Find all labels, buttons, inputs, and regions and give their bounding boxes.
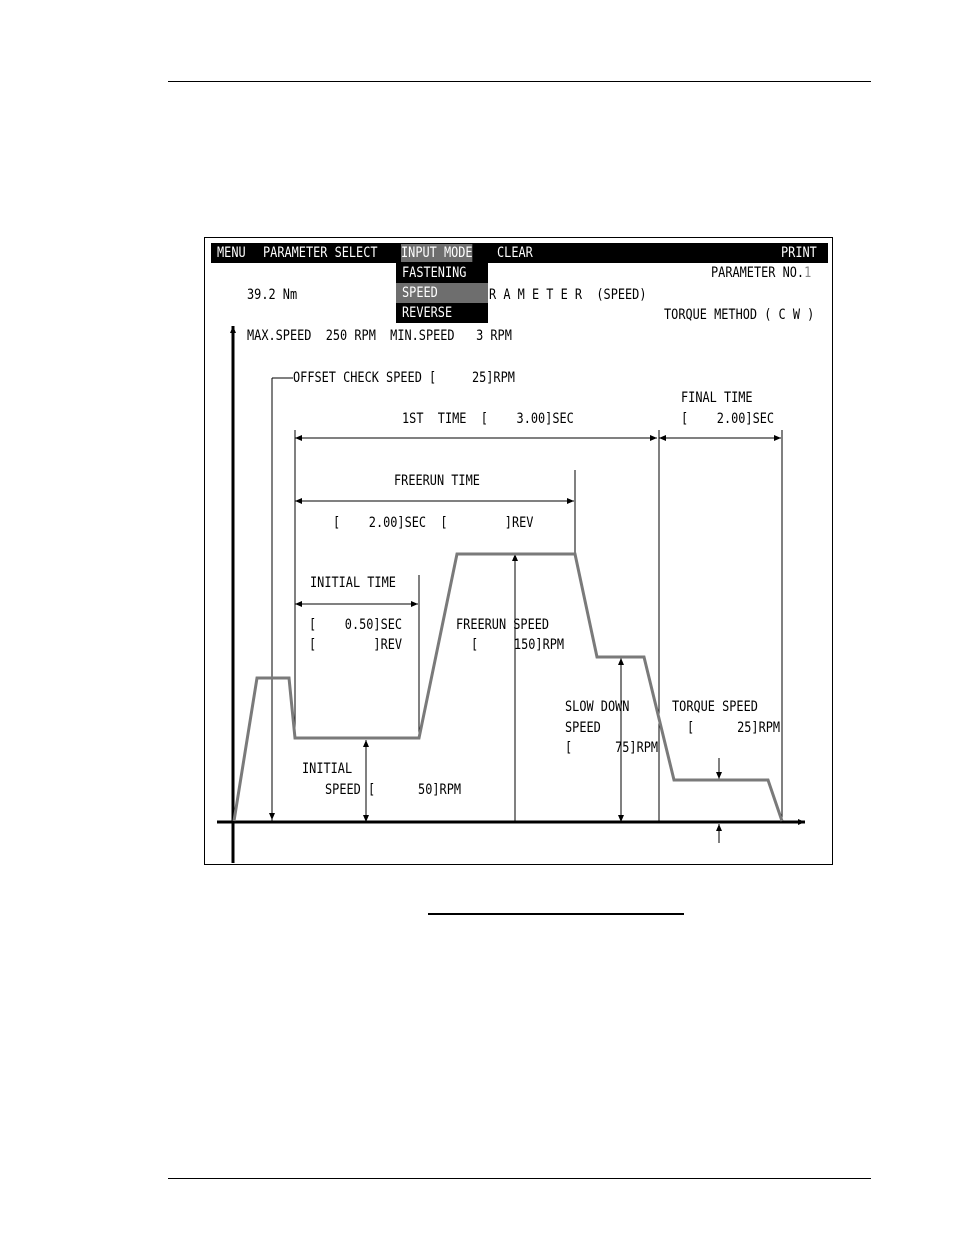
dropdown-item-reverse[interactable]: REVERSE [396, 303, 488, 323]
torque-value: 39.2 Nm [247, 287, 298, 303]
speed-range: MAX.SPEED 250 RPM MIN.SPEED 3 RPM [247, 328, 512, 344]
slow-down-speed-title-1: SLOW DOWN [565, 699, 630, 715]
initial-time-rev: [ ]REV [309, 637, 403, 653]
freerun-speed-title: FREERUN SPEED [456, 617, 550, 633]
menu-item-clear[interactable]: CLEAR [497, 245, 533, 261]
final-time-value: [ 2.00]SEC [681, 411, 775, 427]
slow-down-speed-title-2: SPEED [565, 720, 601, 736]
offset-check-speed-label: OFFSET CHECK SPEED [ 25]RPM [293, 370, 515, 386]
slow-down-speed-value: [ 75]RPM [565, 740, 659, 756]
dropdown-item-speed[interactable]: SPEED [396, 283, 488, 303]
freerun-time-title: FREERUN TIME [394, 473, 480, 489]
menu-item-input-mode[interactable]: INPUT MODE [401, 244, 473, 262]
freerun-speed-value: [ 150]RPM [471, 637, 565, 653]
top-rule [168, 81, 871, 82]
dropdown-item-fastening[interactable]: FASTENING [396, 263, 488, 283]
freerun-time-value: [ 2.00]SEC [ ]REV [333, 515, 534, 531]
speed-parameter-screen: MENU PARAMETER SELECT INPUT MODE CLEAR P… [204, 237, 833, 865]
parameter-number: PARAMETER NO.1 [711, 265, 812, 281]
menu-item-parameter-select[interactable]: PARAMETER SELECT [263, 245, 378, 261]
initial-speed-value: SPEED [ 50]RPM [325, 782, 462, 798]
caption-underline [428, 913, 684, 915]
screen-title: R A M E T E R (SPEED) [489, 287, 647, 303]
bottom-rule [168, 1178, 871, 1179]
speed-profile-diagram [217, 326, 805, 863]
torque-method: TORQUE METHOD ( C W ) [664, 307, 815, 323]
speed-profile-line [232, 552, 784, 822]
menu-bar [211, 243, 828, 263]
first-time-label: 1ST TIME [ 3.00]SEC [402, 411, 574, 427]
menu-item-menu[interactable]: MENU [217, 245, 246, 261]
initial-speed-title: INITIAL [302, 761, 353, 777]
initial-time-sec: [ 0.50]SEC [309, 617, 403, 633]
initial-time-title: INITIAL TIME [310, 575, 396, 591]
final-time-title: FINAL TIME [681, 390, 753, 406]
torque-speed-value: [ 25]RPM [687, 720, 781, 736]
torque-speed-title: TORQUE SPEED [672, 699, 758, 715]
print-button[interactable]: PRINT [781, 245, 817, 261]
